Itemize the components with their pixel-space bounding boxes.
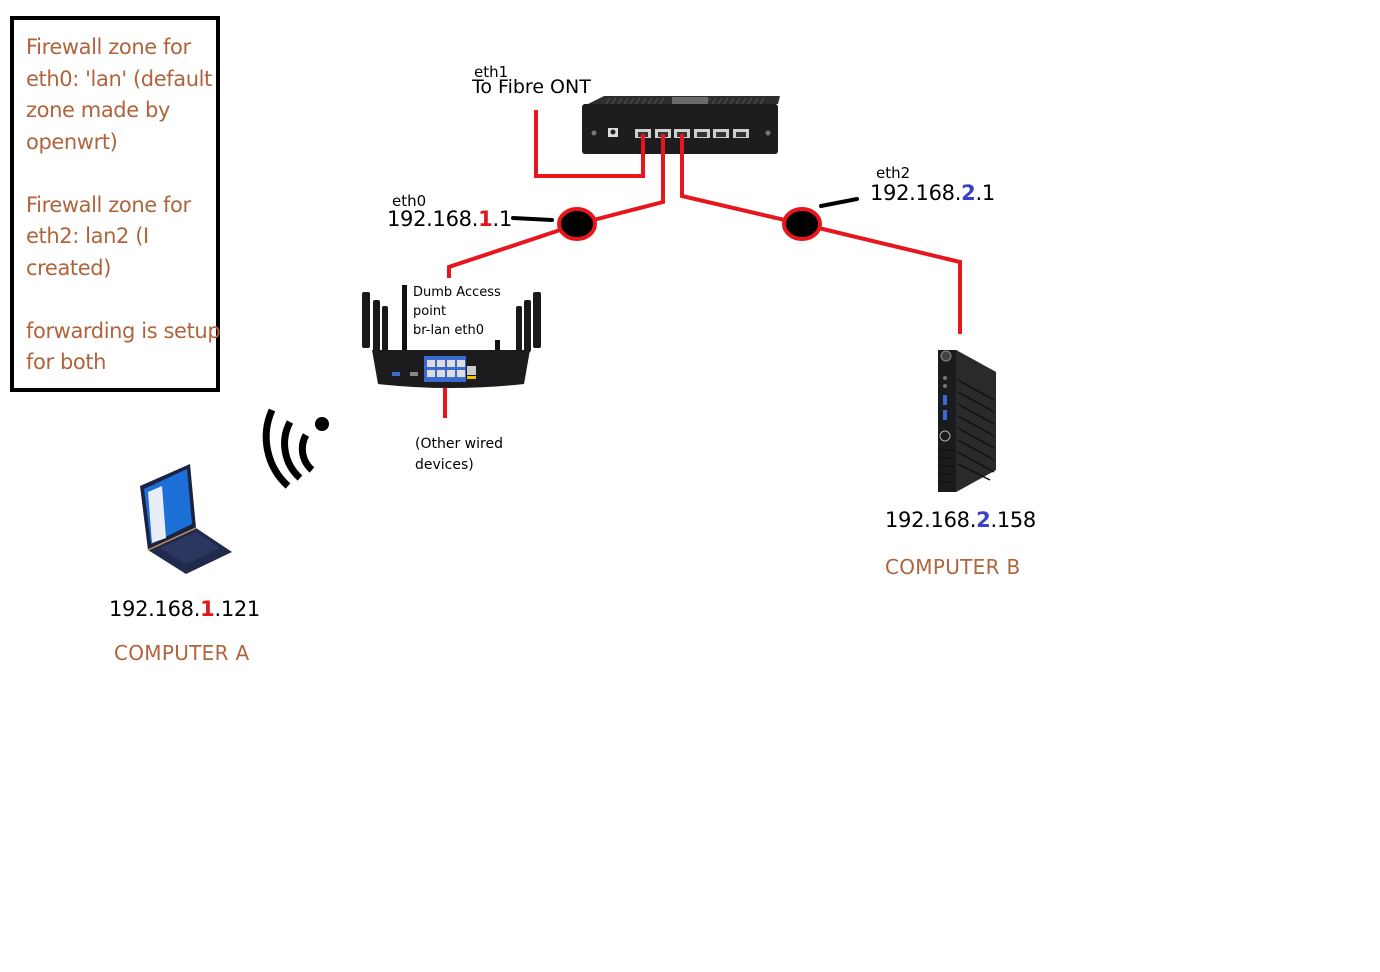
eth2-ip-subnet: 2: [961, 181, 976, 205]
eth2-ip: 192.168.2.1: [870, 181, 995, 205]
desktop-tower-device: [938, 350, 996, 492]
computer-a-ip: 192.168.1.121: [109, 597, 260, 621]
eth2-node: [782, 207, 822, 241]
access-point-label: Dumb Access point br-lan eth0: [413, 283, 503, 340]
openwrt-router-device: [582, 96, 780, 154]
eth0-ip-prefix: 192.168.: [387, 207, 479, 231]
computer-b-ip-subnet: 2: [976, 508, 991, 532]
eth2-label: eth2: [876, 164, 911, 182]
computer-a-ip-subnet: 1: [200, 597, 215, 621]
computer-b-ip-prefix: 192.168.: [885, 508, 977, 532]
computer-b-name: COMPUTER B: [885, 555, 1021, 579]
wire-eth0: [447, 134, 665, 278]
other-wired-devices-label: (Other wired devices): [415, 436, 503, 473]
eth2-ip-suffix: .1: [975, 181, 995, 205]
eth1-description: To Fibre ONT: [472, 76, 591, 98]
wifi-signal-icon: [262, 408, 329, 489]
eth0-label: eth0: [392, 192, 427, 210]
access-point-device: [362, 285, 541, 388]
computer-a-ip-prefix: 192.168.: [109, 597, 201, 621]
wire-eth2: [680, 134, 962, 334]
eth0-ip-suffix: .1: [492, 207, 512, 231]
computer-b-ip: 192.168.2.158: [885, 508, 1036, 532]
computer-b-ip-suffix: .158: [990, 508, 1036, 532]
eth0-ip-subnet: 1: [478, 207, 493, 231]
firewall-notes-text: Firewall zone for eth0: 'lan' (default z…: [26, 35, 221, 374]
laptop-device: [140, 464, 232, 574]
eth0-pointer: [511, 216, 554, 222]
computer-a-name: COMPUTER A: [114, 641, 250, 665]
eth2-pointer: [819, 197, 859, 208]
eth2-ip-prefix: 192.168.: [870, 181, 962, 205]
computer-a-ip-suffix: .121: [214, 597, 260, 621]
wire-eth1-to-ont: [534, 110, 645, 178]
eth1-label: eth1: [474, 63, 509, 81]
firewall-notes-box: Firewall zone for eth0: 'lan' (default z…: [10, 16, 221, 392]
eth0-node: [557, 207, 597, 241]
eth0-ip: 192.168.1.1: [387, 207, 512, 231]
